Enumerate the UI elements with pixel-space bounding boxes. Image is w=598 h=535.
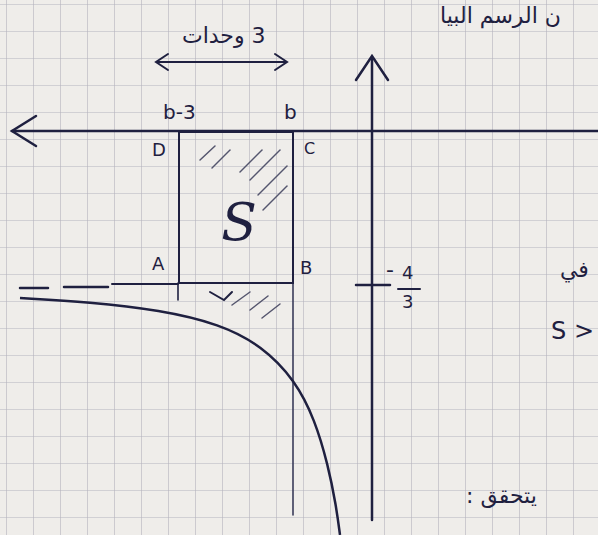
dimension-arrowhead	[275, 54, 287, 70]
value-label: 4	[402, 263, 413, 283]
axis-arrowhead	[356, 56, 388, 80]
point-label: C	[304, 140, 315, 158]
coordinate-label: b	[284, 101, 297, 123]
function-curve	[20, 298, 340, 535]
asymptote-dash	[64, 286, 108, 289]
asymptote-dash	[20, 287, 48, 290]
value-label: -	[386, 258, 394, 282]
guide-line	[292, 283, 294, 515]
note-text: S >	[551, 318, 594, 344]
axis-tick	[356, 284, 390, 287]
note-text: يتحقق :	[466, 484, 537, 508]
line-arrowhead	[12, 116, 36, 146]
y-axis	[371, 58, 374, 520]
point-label: D	[152, 140, 166, 160]
note-text: في	[560, 258, 589, 282]
region-rectangle: S	[178, 131, 294, 284]
point-label: A	[152, 254, 164, 274]
area-symbol: S	[186, 196, 292, 248]
dimension-line	[157, 61, 286, 63]
horizontal-line	[12, 130, 598, 133]
note-text: ن الرسم البيا	[440, 4, 561, 28]
coordinate-label: b-3	[163, 101, 196, 123]
dimension-label: 3 وحدات	[182, 24, 266, 48]
dimension-arrowhead	[156, 54, 168, 70]
fraction-bar	[398, 288, 420, 290]
pen-mark	[210, 292, 232, 300]
point-label: B	[300, 258, 312, 278]
guide-line	[177, 283, 179, 300]
value-label: 3	[402, 292, 413, 312]
asymptote-line	[112, 283, 178, 285]
